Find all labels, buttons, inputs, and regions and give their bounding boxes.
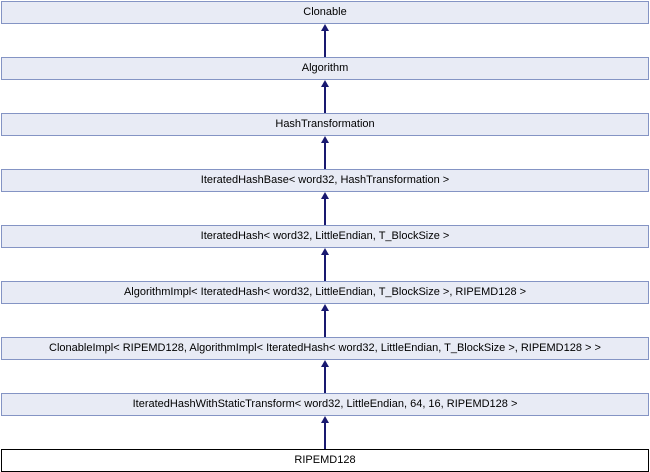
arrow-line bbox=[324, 31, 326, 57]
arrowhead-up-icon bbox=[321, 360, 329, 367]
class-node-label: ClonableImpl< RIPEMD128, AlgorithmImpl< … bbox=[49, 342, 601, 354]
class-node-label: IteratedHash< word32, LittleEndian, T_Bl… bbox=[200, 230, 450, 242]
arrow-line bbox=[324, 143, 326, 169]
class-node[interactable]: Algorithm bbox=[1, 57, 649, 80]
class-node-current: RIPEMD128 bbox=[1, 449, 649, 472]
inheritance-arrow bbox=[0, 192, 650, 225]
class-node-label: IteratedHashBase< word32, HashTransforma… bbox=[200, 174, 450, 186]
arrow-line bbox=[324, 87, 326, 113]
inheritance-arrow bbox=[0, 416, 650, 449]
arrowhead-up-icon bbox=[321, 24, 329, 31]
arrow-line bbox=[324, 199, 326, 225]
class-node[interactable]: IteratedHashBase< word32, HashTransforma… bbox=[1, 169, 649, 192]
class-node-label: Clonable bbox=[303, 6, 347, 18]
arrowhead-up-icon bbox=[321, 248, 329, 255]
class-node-label: RIPEMD128 bbox=[294, 454, 356, 466]
class-node-label: HashTransformation bbox=[275, 118, 375, 130]
inheritance-arrow bbox=[0, 304, 650, 337]
inheritance-arrow bbox=[0, 136, 650, 169]
arrowhead-up-icon bbox=[321, 136, 329, 143]
class-node[interactable]: ClonableImpl< RIPEMD128, AlgorithmImpl< … bbox=[1, 337, 649, 360]
inheritance-arrow bbox=[0, 360, 650, 393]
arrow-line bbox=[324, 423, 326, 449]
arrow-line bbox=[324, 311, 326, 337]
arrowhead-up-icon bbox=[321, 304, 329, 311]
class-node-label: AlgorithmImpl< IteratedHash< word32, Lit… bbox=[123, 286, 527, 298]
class-node[interactable]: HashTransformation bbox=[1, 113, 649, 136]
inheritance-arrow bbox=[0, 24, 650, 57]
class-node-label: Algorithm bbox=[301, 62, 349, 74]
arrow-line bbox=[324, 255, 326, 281]
arrowhead-up-icon bbox=[321, 80, 329, 87]
class-node[interactable]: IteratedHash< word32, LittleEndian, T_Bl… bbox=[1, 225, 649, 248]
class-node[interactable]: IteratedHashWithStaticTransform< word32,… bbox=[1, 393, 649, 416]
class-node[interactable]: Clonable bbox=[1, 1, 649, 24]
arrowhead-up-icon bbox=[321, 192, 329, 199]
arrowhead-up-icon bbox=[321, 416, 329, 423]
class-node[interactable]: AlgorithmImpl< IteratedHash< word32, Lit… bbox=[1, 281, 649, 304]
inheritance-arrow bbox=[0, 80, 650, 113]
class-node-label: IteratedHashWithStaticTransform< word32,… bbox=[132, 398, 518, 410]
arrow-line bbox=[324, 367, 326, 393]
inheritance-arrow bbox=[0, 248, 650, 281]
